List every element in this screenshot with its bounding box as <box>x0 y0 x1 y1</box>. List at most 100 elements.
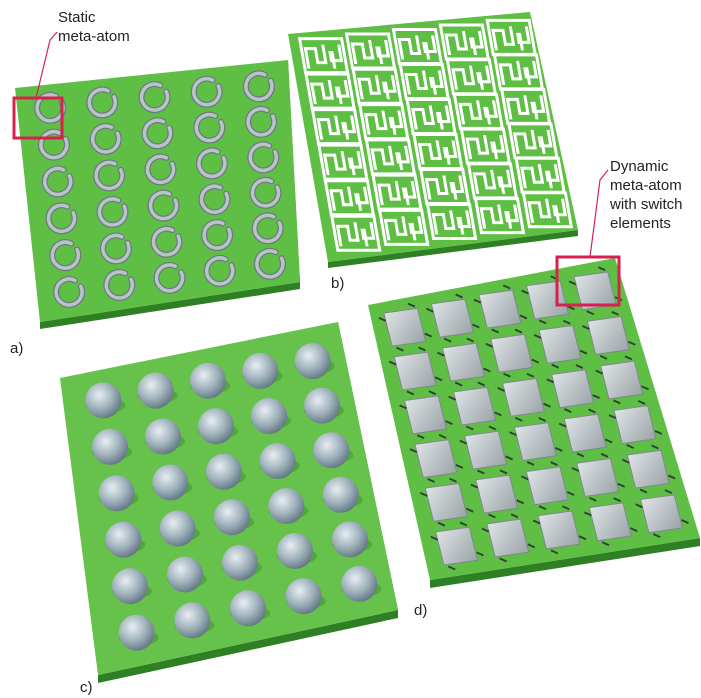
switched-patch <box>509 417 563 466</box>
panel-label-b: b) <box>331 275 344 292</box>
meander-trace <box>458 100 499 125</box>
switch-element <box>566 491 575 496</box>
switch-element <box>396 346 404 352</box>
meander-frame <box>310 108 363 146</box>
switch-element <box>586 310 595 316</box>
switch-element <box>550 461 558 467</box>
static-annotation: Static meta-atom <box>58 9 130 45</box>
hemisphere <box>230 590 266 627</box>
split-ring-highlight <box>42 166 73 197</box>
switch-element <box>426 307 434 313</box>
switched-patch <box>388 346 443 396</box>
switch-element <box>472 323 480 329</box>
hemisphere <box>145 418 181 455</box>
switch-element <box>455 293 463 299</box>
switch-element <box>595 369 603 375</box>
switched-patch <box>533 319 588 369</box>
switch-element <box>533 333 542 339</box>
dynamic-annotation-line-4: elements <box>610 215 671 232</box>
hemisphere <box>152 464 189 501</box>
switched-patch <box>582 310 636 360</box>
meander-frame <box>425 203 478 240</box>
switch-element <box>454 381 463 387</box>
hemisphere <box>313 432 350 469</box>
meander-trace <box>431 210 472 235</box>
switch-element <box>604 438 613 444</box>
split-ring-highlight <box>94 160 124 191</box>
hemisphere <box>277 533 313 570</box>
hemisphere <box>259 442 296 479</box>
switched-patch <box>546 364 600 414</box>
switch-element <box>652 533 661 539</box>
switch-element <box>582 325 590 330</box>
switch-element <box>424 332 433 338</box>
hemisphere <box>332 521 368 558</box>
metal-patch <box>576 457 620 497</box>
split-ring-highlight <box>255 249 285 279</box>
switch-element <box>430 535 438 541</box>
hemisphere <box>137 372 174 409</box>
metal-patch <box>525 466 569 506</box>
metal-patch <box>430 298 474 338</box>
dynamic-annotation: Dynamic meta-atom with switch elements <box>609 158 687 232</box>
static-meta-atom-highlight <box>12 96 64 140</box>
switched-patch <box>571 452 626 502</box>
switch-element <box>558 422 567 428</box>
metal-patch <box>538 324 582 364</box>
hemisphere <box>222 544 258 581</box>
hemisphere <box>206 453 242 490</box>
switch-element <box>635 503 643 509</box>
panel-a <box>15 60 300 329</box>
meander-cell <box>377 208 430 246</box>
split-ring-array <box>34 70 286 308</box>
switch-element <box>488 513 496 519</box>
switch-element <box>543 402 551 408</box>
hemisphere <box>174 602 211 639</box>
metal-patch <box>490 333 534 373</box>
metal-patch <box>414 439 458 479</box>
switch-element <box>416 434 425 440</box>
metal-patch <box>513 422 558 462</box>
switch-element <box>516 499 525 505</box>
switch-element <box>437 521 446 527</box>
split-ring-highlight <box>191 76 222 107</box>
switch-element <box>499 557 507 563</box>
switch-element <box>497 387 505 392</box>
split-ring-highlight <box>101 233 131 264</box>
switched-patch <box>378 302 433 352</box>
meander-cell <box>425 203 478 240</box>
split-ring-highlight <box>50 240 81 270</box>
switch-element <box>651 444 659 450</box>
meander-trace <box>370 145 411 170</box>
meander-frame <box>317 143 369 181</box>
dynamic-annotation-line-1: Dynamic <box>610 158 669 175</box>
switch-element <box>588 408 596 414</box>
split-ring-highlight <box>244 71 274 102</box>
switch-element <box>531 358 540 364</box>
meander-trace <box>512 129 553 154</box>
meander-cell <box>323 179 376 217</box>
meander-trace <box>465 135 506 160</box>
hemisphere <box>112 568 148 605</box>
metal-patch <box>435 526 479 566</box>
switch-element <box>532 519 541 525</box>
switch-element <box>505 455 513 461</box>
switch-element <box>448 565 456 571</box>
switched-patch <box>635 489 689 539</box>
split-ring-highlight <box>248 142 279 173</box>
switch-element <box>550 549 559 555</box>
switch-element <box>637 400 646 405</box>
meander-trace <box>417 140 458 165</box>
switched-patch <box>568 266 623 316</box>
substrate-d-side <box>430 538 700 588</box>
meander-frame <box>304 72 356 110</box>
metal-patch <box>600 360 644 400</box>
meander-trace <box>350 40 391 65</box>
panel-c <box>60 322 398 683</box>
switch-element <box>567 305 575 311</box>
switch-element <box>407 302 416 308</box>
hemisphere <box>85 382 122 419</box>
switched-patch <box>558 408 613 458</box>
metal-patch <box>452 386 497 426</box>
switch-element <box>538 417 546 422</box>
